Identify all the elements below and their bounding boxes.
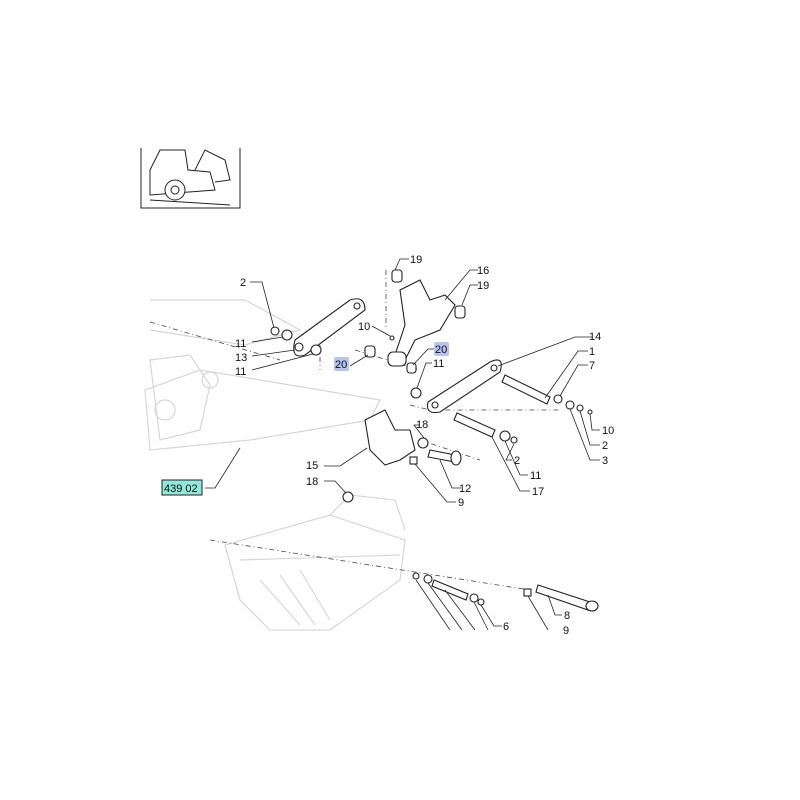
leader-lines	[205, 258, 600, 631]
bracket-15	[364, 409, 416, 466]
part-label-11[interactable]: 11	[433, 358, 444, 370]
grease-fitting-9	[409, 456, 418, 465]
part-label-10[interactable]: 10	[602, 425, 614, 437]
part-label-8[interactable]: 8	[564, 610, 570, 622]
reference-439-02[interactable]: 439 02	[164, 483, 198, 495]
nut-2	[270, 326, 280, 336]
part-label-9[interactable]: 9	[458, 497, 464, 509]
part-label-18[interactable]: 18	[416, 419, 428, 431]
washer-11	[310, 344, 322, 356]
bushing-19	[391, 269, 403, 283]
reference-box[interactable]	[161, 479, 203, 496]
washer-3	[565, 400, 575, 410]
part-label-12[interactable]: 12	[459, 483, 471, 495]
pin-17	[453, 412, 496, 438]
machine-thumbnail	[140, 148, 241, 209]
washer	[469, 593, 479, 603]
part-label-11[interactable]: 11	[530, 470, 541, 482]
part-label-18[interactable]: 18	[306, 476, 318, 488]
nut-2	[510, 436, 518, 444]
pin	[431, 579, 469, 601]
highlight-20	[334, 357, 349, 371]
part-label-2[interactable]: 2	[514, 455, 520, 467]
part-label-3[interactable]: 3	[602, 455, 608, 467]
pin-head	[585, 600, 599, 612]
part-label-19[interactable]: 19	[410, 254, 422, 266]
part-label-9[interactable]: 9	[563, 625, 569, 637]
ghost-bucket	[224, 494, 406, 631]
washer-11	[499, 430, 511, 442]
part-label-7[interactable]: 7	[589, 360, 595, 372]
washer-11	[410, 387, 422, 399]
part-label-1[interactable]: 1	[589, 346, 595, 358]
part-label-2[interactable]: 2	[240, 277, 246, 289]
washer-7	[553, 394, 563, 404]
link-14	[426, 359, 502, 414]
part-label-19[interactable]: 19	[477, 280, 489, 292]
part-label-10[interactable]: 10	[358, 321, 370, 333]
bushing-20	[406, 362, 417, 374]
nut-6	[477, 598, 485, 606]
washer-18	[417, 437, 429, 449]
grease-nipple-10	[389, 335, 395, 341]
washer-11	[281, 329, 293, 341]
bushing-20	[364, 345, 376, 358]
part-label-2[interactable]: 2	[602, 440, 608, 452]
pin-head	[450, 450, 462, 466]
part-label-20[interactable]: 20	[335, 359, 347, 371]
bracket-16	[394, 279, 456, 361]
part-label-20[interactable]: 20	[435, 344, 447, 356]
nut	[412, 572, 420, 580]
part-label-15[interactable]: 15	[306, 460, 318, 472]
part-label-16[interactable]: 16	[477, 265, 489, 277]
bushing-19	[454, 305, 466, 319]
grease-nipple-10	[587, 409, 593, 415]
ghost-boom	[144, 299, 381, 451]
grease-fitting-9	[523, 588, 532, 597]
washer	[423, 574, 433, 584]
part-label-17[interactable]: 17	[532, 486, 544, 498]
link-end	[387, 351, 407, 367]
part-label-14[interactable]: 14	[589, 331, 601, 343]
nut-2	[576, 404, 584, 412]
part-label-11[interactable]: 11	[235, 338, 246, 350]
highlight-20	[434, 342, 449, 356]
part-label-11[interactable]: 11	[235, 366, 246, 378]
part-label-13[interactable]: 13	[235, 352, 247, 364]
pin-8	[535, 584, 591, 611]
pin-1	[501, 374, 551, 405]
part-label-6[interactable]: 6	[503, 621, 509, 633]
washer-18	[342, 491, 354, 503]
link-arm-13	[293, 298, 366, 357]
